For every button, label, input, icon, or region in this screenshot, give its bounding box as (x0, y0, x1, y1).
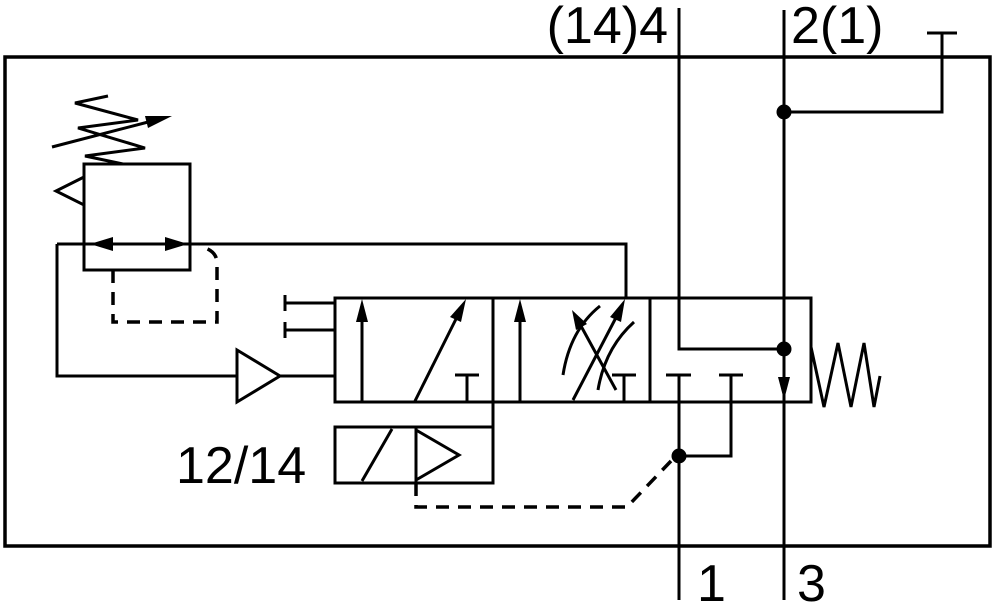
blocked-port-tee (612, 373, 636, 401)
diagonal-arrow-shaft (413, 306, 464, 402)
return-spring-zigzag (809, 342, 882, 408)
diagonal-arrow-head (450, 299, 466, 322)
enclosure-border (3, 55, 992, 548)
regulator-pilot-feedback-dashed (111, 244, 219, 324)
enclosure (3, 55, 992, 548)
spring-return (809, 342, 882, 408)
valve-position-right (666, 373, 743, 401)
port-4-line (677, 8, 784, 351)
up-arrow-head (514, 299, 526, 322)
labels: (14)4 2(1) 1 3 12/14 (176, 0, 883, 605)
adjustment-arrow-head (145, 116, 172, 128)
pilot-label-12-14: 12/14 (176, 437, 306, 495)
pilot-control-line-dashed (414, 459, 673, 509)
blocked-port-tee-1 (666, 373, 691, 401)
down-arrow (778, 377, 790, 400)
adjustment-spring (74, 94, 146, 166)
port-label-14-4: (14)4 (547, 0, 668, 55)
capped-stub-lines (283, 295, 335, 338)
throttle-arrow-short-shaft (579, 325, 618, 391)
pilot-solenoid (333, 402, 673, 509)
junction-dot-top (776, 104, 792, 120)
pressure-regulator (51, 94, 628, 378)
port-lines (671, 8, 957, 600)
port-label-1: 1 (697, 555, 726, 605)
solenoid-coil-diagonal (360, 428, 394, 482)
blocked-port-tee-2 (719, 373, 743, 401)
port-label-3: 3 (797, 555, 826, 605)
up-arrow-head (356, 299, 368, 322)
regulator-supply-line (55, 244, 237, 378)
junction-dot-valve (776, 341, 792, 357)
relief-vent-triangle (52, 174, 86, 208)
port-2-blocked-branch (784, 31, 957, 114)
amplifier-triangle (235, 347, 283, 405)
regulator-output-line (57, 242, 628, 298)
junction-dot-port1 (671, 448, 687, 464)
valve-position-left (356, 299, 479, 402)
flow-arrow-left (90, 237, 113, 251)
port-1-branch (679, 403, 733, 458)
adjustment-arrow-shaft (51, 119, 153, 149)
throttle-arc-2 (596, 320, 636, 391)
blocked-pilot-ports (283, 295, 335, 338)
valve-position-middle (514, 299, 636, 401)
blocked-port-tee (455, 373, 479, 401)
pilot-amplifier (235, 347, 335, 405)
solenoid-body (333, 425, 495, 485)
port-label-2-1: 2(1) (791, 0, 883, 55)
flow-arrow-right (165, 237, 188, 251)
regulator-body (82, 162, 192, 272)
throttle-arrow-long-head (610, 299, 625, 322)
throttle-arc-1 (561, 304, 601, 376)
pilot-triangle (415, 428, 462, 482)
